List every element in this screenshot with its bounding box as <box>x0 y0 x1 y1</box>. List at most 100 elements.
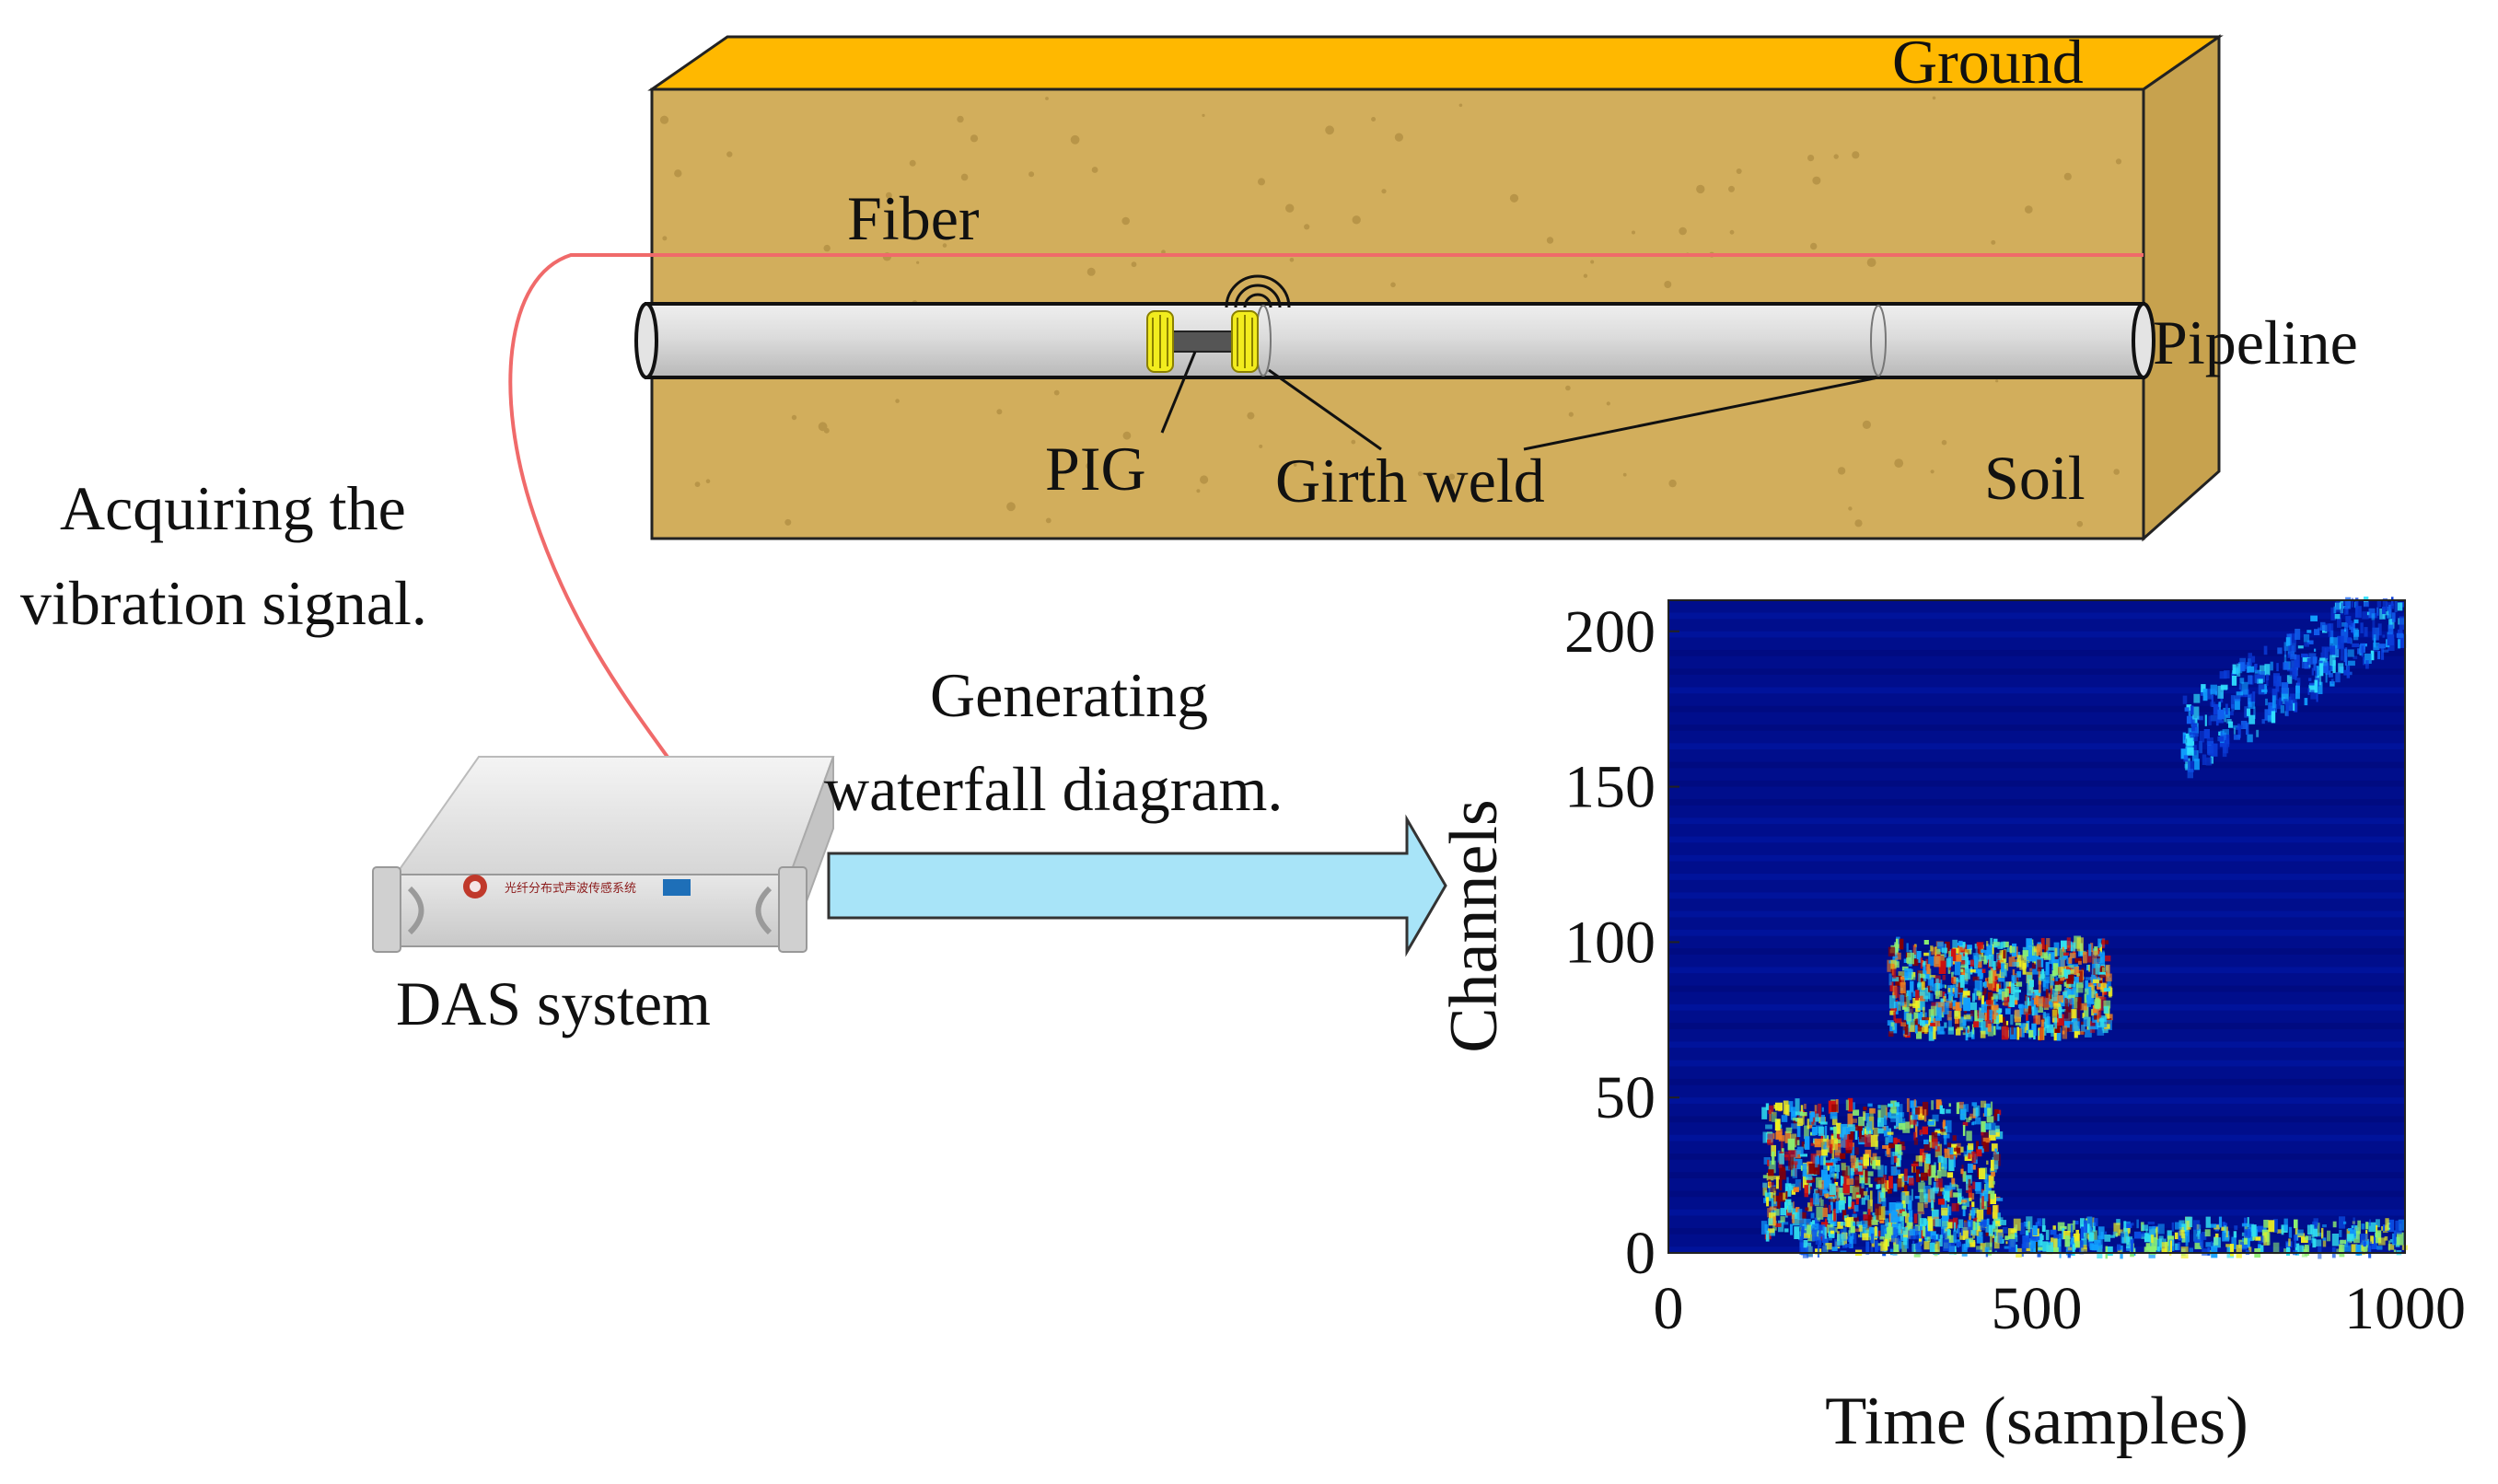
waterfall-mark <box>2318 627 2322 631</box>
waterfall-mark <box>2349 671 2353 676</box>
waterfall-mark <box>1928 949 1931 956</box>
waterfall-mark <box>1922 1101 1929 1116</box>
soil-dot <box>1458 103 1463 108</box>
waterfall-mark <box>1762 1131 1769 1143</box>
waterfall-mark <box>2268 1220 2275 1233</box>
waterfall-mark <box>1993 1205 1998 1219</box>
waterfall-mark <box>1985 1182 1992 1193</box>
waterfall-mark <box>2097 1010 2102 1018</box>
waterfall-mark <box>2199 740 2202 754</box>
waterfall-mark <box>1898 1002 1901 1011</box>
waterfall-mark <box>2236 1245 2242 1258</box>
waterfall-mark <box>1772 1132 1775 1140</box>
waterfall-mark <box>2354 606 2362 619</box>
waterfall-mark <box>1867 1171 1874 1177</box>
waterfall-mark <box>1942 1191 1945 1195</box>
waterfall-mark <box>1795 1150 1801 1159</box>
waterfall-mark <box>1888 1031 1894 1038</box>
waterfall-mark <box>1872 1160 1876 1169</box>
waterfall-mark <box>1917 982 1923 991</box>
waterfall-mark <box>1860 1227 1866 1238</box>
waterfall-mark <box>2062 1231 2071 1239</box>
waterfall-mark <box>1890 1022 1895 1027</box>
waterfall-mark <box>1953 1192 1958 1198</box>
waterfall-mark <box>2068 956 2073 964</box>
vibration-wave-icon <box>1225 274 1291 308</box>
waterfall-mark <box>1850 1185 1853 1193</box>
waterfall-mark <box>1791 1214 1795 1223</box>
waterfall-mark <box>1799 1212 1807 1223</box>
waterfall-mark <box>1977 968 1983 980</box>
waterfall-mark <box>2063 981 2067 987</box>
waterfall-mark <box>2382 634 2386 638</box>
waterfall-mark <box>2305 1235 2311 1241</box>
waterfall-mark <box>2029 968 2033 972</box>
waterfall-mark <box>1807 1161 1813 1165</box>
waterfall-mark <box>2014 961 2019 967</box>
waterfall-background-band <box>1668 612 2405 620</box>
waterfall-mark <box>1893 1183 1898 1192</box>
waterfall-mark <box>1830 1197 1833 1211</box>
waterfall-mark <box>2037 1218 2042 1226</box>
waterfall-mark <box>1976 1141 1980 1154</box>
waterfall-mark <box>2396 1232 2404 1246</box>
waterfall-mark <box>2185 733 2190 739</box>
waterfall-mark <box>1846 1127 1851 1134</box>
waterfall-mark <box>1983 959 1987 965</box>
waterfall-mark <box>1897 1104 1900 1118</box>
waterfall-mark <box>1934 1241 1940 1252</box>
waterfall-mark <box>1784 1228 1789 1233</box>
fiber-cable <box>508 253 671 761</box>
waterfall-background-band <box>1668 1078 2405 1085</box>
waterfall-mark <box>2189 1247 2193 1254</box>
waterfall-mark <box>1796 1124 1801 1138</box>
waterfall-mark <box>1870 1202 1873 1207</box>
soil-dot <box>674 169 682 178</box>
waterfall-mark <box>2233 725 2239 729</box>
waterfall-mark <box>1920 973 1925 979</box>
waterfall-mark <box>2218 701 2221 713</box>
waterfall-mark <box>1961 972 1967 978</box>
waterfall-mark <box>1931 1131 1938 1142</box>
waterfall-mark <box>1896 1157 1900 1166</box>
soil-dot <box>662 236 668 241</box>
waterfall-mark <box>2272 673 2281 687</box>
waterfall-mark <box>1985 1225 1992 1233</box>
waterfall-mark <box>2064 997 2069 1011</box>
waterfall-mark <box>1955 1028 1961 1036</box>
waterfall-mark <box>1990 1101 1993 1116</box>
waterfall-mark <box>1913 1131 1916 1141</box>
waterfall-mark <box>2244 1229 2251 1238</box>
waterfall-mark <box>1807 1246 1813 1258</box>
soil-dot <box>1668 479 1677 488</box>
waterfall-mark <box>1921 1129 1927 1134</box>
waterfall-mark <box>1775 1102 1783 1111</box>
waterfall-mark <box>1923 1160 1930 1174</box>
waterfall-mark <box>1922 1016 1930 1021</box>
waterfall-mark <box>2044 945 2048 957</box>
waterfall-mark <box>1892 955 1898 958</box>
waterfall-mark <box>2124 1223 2132 1228</box>
waterfall-mark <box>2360 1234 2368 1246</box>
waterfall-mark <box>2064 969 2071 979</box>
waterfall-mark <box>2210 684 2217 695</box>
waterfall-mark <box>2194 759 2200 771</box>
waterfall-mark <box>1938 955 1945 967</box>
waterfall-mark <box>2210 756 2213 764</box>
waterfall-mark <box>2150 1234 2154 1243</box>
waterfall-mark <box>1916 951 1922 963</box>
waterfall-mark <box>2058 967 2064 976</box>
soil-dot <box>1679 226 1687 236</box>
soil-dot <box>1258 178 1265 186</box>
waterfall-mark <box>1839 1192 1844 1205</box>
waterfall-mark <box>2117 1249 2122 1253</box>
waterfall-mark <box>2031 993 2036 998</box>
waterfall-mark <box>2284 646 2287 657</box>
waterfall-mark <box>2086 1216 2093 1230</box>
waterfall-mark <box>2169 1240 2172 1253</box>
waterfall-mark <box>1934 1145 1938 1150</box>
soil-dot <box>1546 237 1554 244</box>
waterfall-mark <box>1857 1165 1863 1172</box>
waterfall-mark <box>2399 634 2407 648</box>
waterfall-mark <box>2098 971 2106 976</box>
